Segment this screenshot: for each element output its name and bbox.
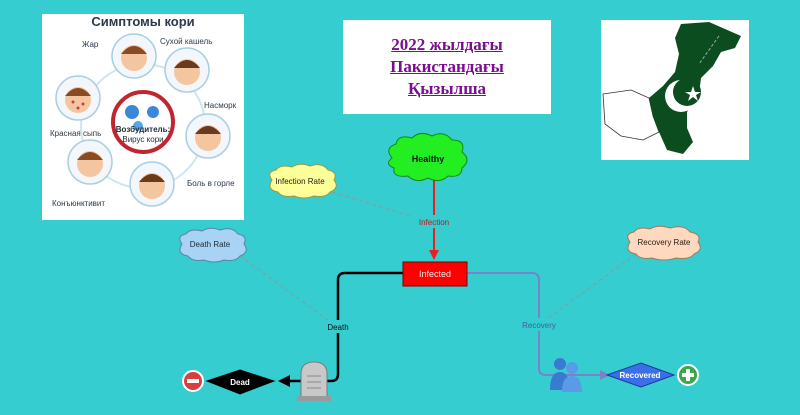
stock-recovered[interactable]: Recovered [605,362,676,388]
child-face-dry-cough [164,47,210,93]
virus-icon [111,90,175,154]
child-face-conjunctivitis [67,139,113,185]
symptoms-image: Симптомы кори [42,14,244,220]
pathogen-label-2: Вирус кори [122,135,163,144]
link-death-rate [239,255,337,327]
variable-death-rate-label: Death Rate [190,240,231,249]
symptoms-illustration: Симптомы кори [50,14,237,208]
label-red-rash: Красная сыпь [50,129,101,138]
variable-recovery-rate-label: Recovery Rate [638,238,691,247]
tombstone-icon [297,361,331,401]
pathogen-label-1: Возбудитель: [116,125,170,134]
label-fever: Жар [82,40,99,49]
flow-infection-label-bg [412,215,456,228]
title-line-3: Қызылша [407,79,487,98]
people-icon [550,358,582,392]
label-conjunctivitis: Конъюнктивит [52,199,105,208]
child-face-sore-throat [129,161,175,207]
stock-healthy[interactable]: Healthy [388,132,468,182]
flag-star [685,86,701,101]
title-line-2: Пакистандағы [390,57,504,76]
map-dashed-line [698,35,720,65]
plus-circle-icon[interactable] [677,364,699,386]
pakistan-flag-map [602,22,741,154]
label-sore-throat: Боль в горле [187,179,235,188]
flow-death-label[interactable]: Death [327,323,348,332]
flow-infection-label: Infection [419,218,449,227]
stock-dead[interactable]: Dead [205,369,276,395]
title-box: 2022 жылдағы Пакистандағы Қызылша [343,20,551,114]
child-face-red-rash [55,75,101,121]
flow-recovery-label-bg [517,318,561,331]
child-face-runny-nose [185,113,231,159]
stock-infected-label: Infected [419,269,451,279]
stock-infected[interactable]: Infected [402,261,468,287]
label-dry-cough: Сухой кашель [160,37,212,46]
stock-recovered-label: Recovered [620,371,661,380]
flow-recovery-label[interactable]: Recovery [522,321,556,330]
child-face-fever [111,33,157,79]
variable-infection-rate[interactable]: Infection Rate [269,163,337,199]
minus-circle-icon[interactable] [182,370,204,392]
flow-death-label-bg [322,320,354,333]
variable-infection-rate-label: Infection Rate [275,177,325,186]
link-recovery-rate [539,253,637,325]
stock-dead-label: Dead [230,378,250,387]
symptoms-heading: Симптомы кори [91,14,194,29]
variable-death-rate[interactable]: Death Rate [179,227,247,263]
title-line-1: 2022 жылдағы [391,35,503,54]
pakistan-map-image [601,20,749,160]
label-runny-nose: Насморк [204,101,237,110]
stock-healthy-label: Healthy [412,154,445,164]
variable-recovery-rate[interactable]: Recovery Rate [627,225,701,261]
